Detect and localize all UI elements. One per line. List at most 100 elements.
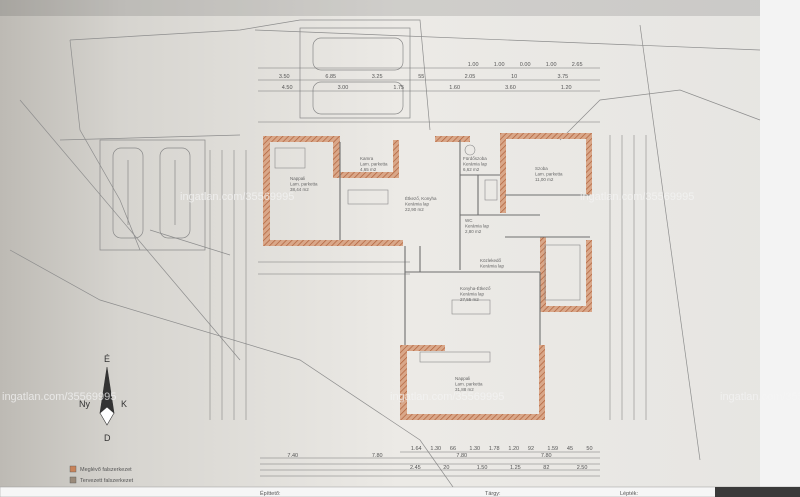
legend-label: Meglévő falszerkezet bbox=[80, 467, 132, 473]
dimension-label: 1.59 bbox=[547, 446, 558, 452]
dimension-lines bbox=[209, 67, 647, 477]
dimension-label: 66 bbox=[450, 446, 456, 452]
compass-west: Ny bbox=[79, 399, 90, 409]
dimension-label: 1.50 bbox=[477, 465, 488, 471]
dimension-label: 1.20 bbox=[561, 85, 572, 91]
dimension-label: 50 bbox=[586, 446, 592, 452]
dimension-label: 1.25 bbox=[510, 465, 521, 471]
dimension-label: 55 bbox=[418, 74, 424, 80]
dimension-label: 1.30 bbox=[469, 446, 480, 452]
dimension-label: 3.75 bbox=[558, 74, 569, 80]
dimension-label: 7.80 bbox=[541, 453, 552, 459]
toilet-icon bbox=[464, 144, 476, 156]
room-label: 6,62 m2 bbox=[463, 167, 480, 172]
north-arrow: É Ny K D bbox=[79, 354, 127, 443]
room-label: Konyha-Étkező bbox=[460, 285, 491, 291]
room-label: Étkező, Konyha bbox=[405, 195, 437, 201]
dimension-label: 2.05 bbox=[465, 74, 476, 80]
dimension-label: 82 bbox=[543, 465, 549, 471]
dimension-label: 1.78 bbox=[489, 446, 500, 452]
legend: Meglévő falszerkezet Tervezett falszerke… bbox=[69, 465, 134, 484]
room-label: 11,00 m2 bbox=[535, 177, 554, 182]
room-label: 2,80 m2 bbox=[465, 229, 482, 234]
title-scale: Lépték: bbox=[620, 491, 639, 497]
dimension-label: 45 bbox=[567, 446, 573, 452]
dimension-label: 7.40 bbox=[287, 453, 298, 459]
room-label: 38,44 m2 bbox=[290, 187, 309, 192]
compass-north: É bbox=[104, 354, 110, 364]
watermark: ingatlan.com/35569995 bbox=[2, 391, 116, 403]
room-label: 31,88 m2 bbox=[455, 387, 474, 392]
dimension-label: 1.00 bbox=[468, 62, 479, 68]
car-icon bbox=[159, 147, 191, 239]
room-label: Lam. parketta bbox=[360, 162, 388, 167]
watermarks: ingatlan.com/35569995 ingatlan.com/35569… bbox=[2, 191, 800, 403]
furniture bbox=[274, 144, 581, 363]
title-subject: Tárgy: bbox=[485, 491, 501, 497]
compass-south: D bbox=[104, 433, 111, 443]
walls bbox=[263, 133, 592, 420]
room-label: Közlekedő bbox=[480, 258, 502, 263]
room-label: Lam. parketta bbox=[535, 172, 563, 177]
room-label: Kerámia lap bbox=[465, 224, 490, 229]
dimension-label: 2.45 bbox=[410, 465, 421, 471]
dimension-label: 7.80 bbox=[456, 453, 467, 459]
dimension-label: 2.65 bbox=[572, 62, 583, 68]
dimension-label: 92 bbox=[528, 446, 534, 452]
dimension-label: 1.00 bbox=[546, 62, 557, 68]
room-label: Kamra bbox=[360, 156, 374, 161]
dimension-label: 0.00 bbox=[520, 62, 531, 68]
dimension-label: 1.00 bbox=[494, 62, 505, 68]
room-label: Kerámia lap bbox=[463, 162, 488, 167]
paper-edge bbox=[760, 0, 800, 497]
dining-table-icon bbox=[451, 299, 491, 315]
dimension-label: 2.50 bbox=[577, 465, 588, 471]
watermark: ingatlan.com/35569995 bbox=[180, 191, 294, 203]
dimension-label: 1.60 bbox=[449, 85, 460, 91]
room-label: Fürdőszoba bbox=[463, 156, 487, 161]
dimension-label: 1.64 bbox=[411, 446, 422, 452]
room-label: Nappali bbox=[455, 376, 470, 381]
interior-walls bbox=[339, 140, 590, 345]
dimension-label: 3.25 bbox=[372, 74, 383, 80]
dimension-label: 3.60 bbox=[505, 85, 516, 91]
watermark: ingatlan.com/35569995 bbox=[580, 191, 694, 203]
legend-label: Tervezett falszerkezet bbox=[80, 478, 134, 484]
legend-swatch bbox=[69, 476, 77, 484]
room-label: Szoba bbox=[535, 166, 548, 171]
dimension-label: 1.75 bbox=[393, 85, 404, 91]
room-label: Lam. parketta bbox=[455, 382, 483, 387]
room-label: 27,55 m2 bbox=[460, 297, 479, 302]
car-icon bbox=[112, 147, 144, 239]
dimension-label: 3.50 bbox=[279, 74, 290, 80]
dimension-label: 20 bbox=[443, 465, 449, 471]
dimension-label: 10 bbox=[511, 74, 517, 80]
car-icon bbox=[312, 37, 404, 71]
dimension-label: 3.00 bbox=[338, 85, 349, 91]
room-label: WC bbox=[465, 218, 473, 223]
room-label: Lam. parketta bbox=[290, 182, 318, 187]
legend-swatch bbox=[69, 465, 77, 473]
room-label: Nappali bbox=[290, 176, 305, 181]
dimension-label: 1.30 bbox=[430, 446, 441, 452]
compass-east: K bbox=[121, 399, 127, 409]
watermark: ingatlan.com/35569995 bbox=[390, 391, 504, 403]
dimension-label: 4.50 bbox=[282, 85, 293, 91]
room-label: Kerámia lap bbox=[460, 292, 485, 297]
title-block: Építtető: Tárgy: Lépték: bbox=[0, 486, 800, 497]
title-builder: Építtető: bbox=[260, 490, 281, 497]
room-label: 4,65 m2 bbox=[360, 167, 377, 172]
dimension-label: 6.85 bbox=[325, 74, 336, 80]
dimension-label: 1.20 bbox=[508, 446, 519, 452]
dining-table-icon bbox=[347, 189, 389, 205]
watermark: ingatlan.com/35569995 bbox=[720, 391, 800, 403]
car-icon bbox=[312, 81, 404, 115]
room-label: Kerámia lap bbox=[405, 202, 430, 207]
dimension-label: 7.80 bbox=[372, 453, 383, 459]
room-label: Kerámia lap bbox=[480, 264, 505, 269]
room-label: 22,90 m2 bbox=[405, 207, 424, 212]
site-lines bbox=[9, 19, 761, 497]
